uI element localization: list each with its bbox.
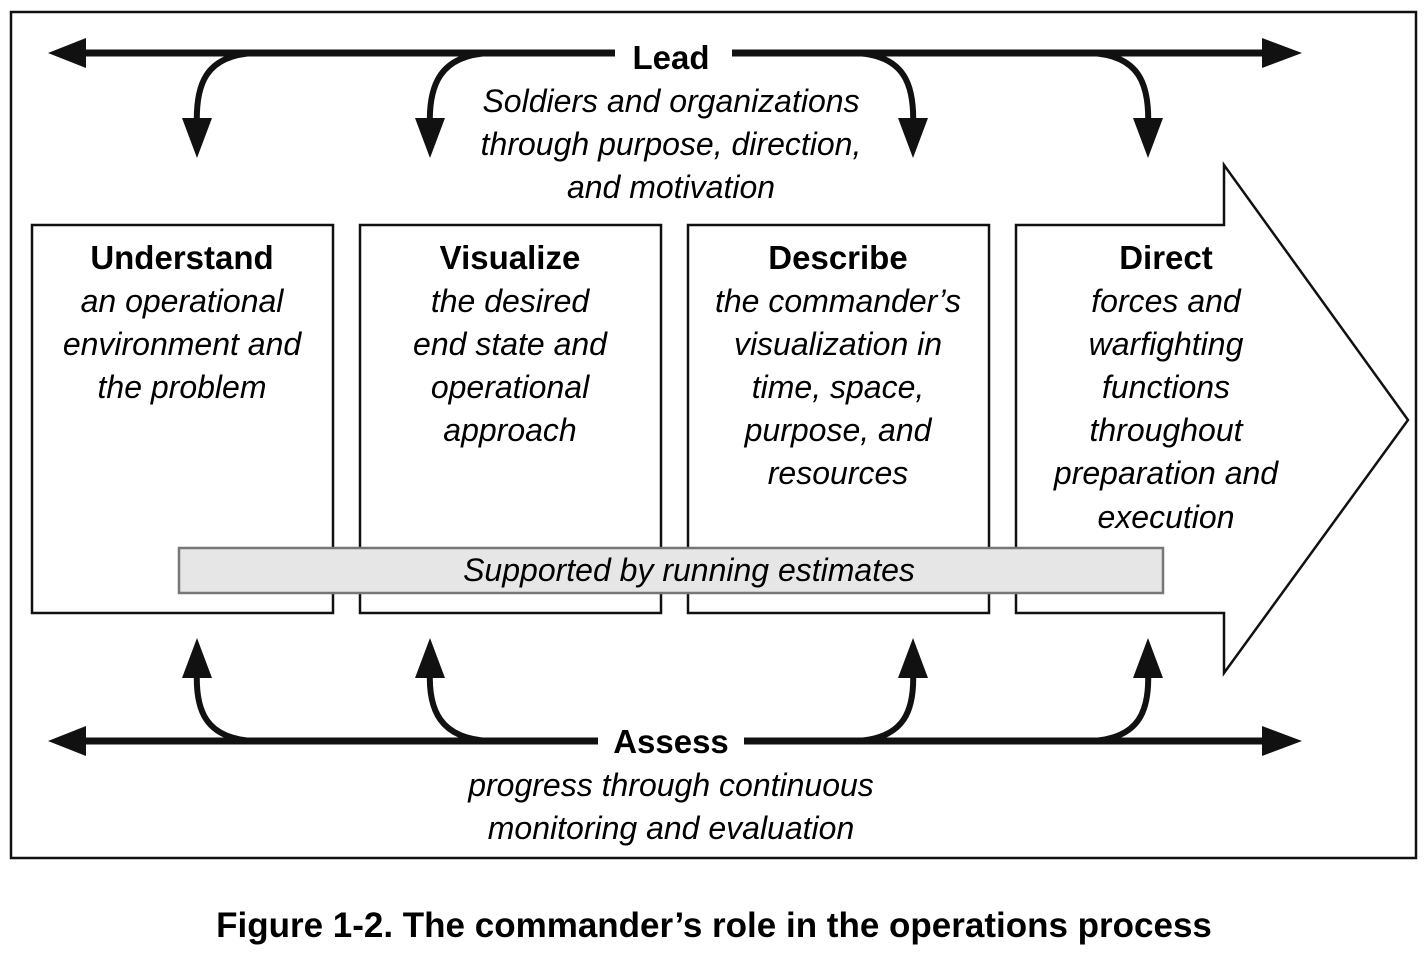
direct-title: Direct: [1119, 239, 1213, 276]
visualize-line-3: operational: [431, 369, 590, 405]
describe-line-2: visualization in: [734, 326, 942, 362]
lead-line-3: and motivation: [567, 169, 775, 205]
lead-label: Lead: [632, 39, 709, 76]
assess-branch-arrowheads: [182, 638, 1163, 678]
direct-line-2: warfighting: [1089, 326, 1244, 362]
direct-line-5: preparation and: [1053, 455, 1279, 491]
direct-arrow-box: [1014, 161, 1410, 677]
visualize-line-4: approach: [443, 412, 576, 448]
assess-label: Assess: [613, 723, 729, 760]
running-estimates-label: Supported by running estimates: [463, 552, 915, 588]
lead-branch-arrows: [193, 50, 1152, 129]
understand-line-3: the problem: [98, 369, 267, 405]
describe-title: Describe: [768, 239, 907, 276]
describe-line-1: the commander’s: [715, 283, 961, 319]
understand-line-1: an operational: [81, 283, 285, 319]
lead-line-1: Soldiers and organizations: [482, 83, 859, 119]
describe-line-5: resources: [768, 455, 909, 491]
direct-line-4: throughout: [1089, 412, 1243, 448]
describe-line-4: purpose, and: [744, 412, 933, 448]
describe-line-3: time, space,: [752, 369, 925, 405]
understand-title: Understand: [90, 239, 273, 276]
understand-line-2: environment and: [63, 326, 303, 362]
assess-arrow: [48, 726, 1302, 756]
lead-arrow: [48, 38, 1302, 68]
lead-line-2: through purpose, direction,: [481, 126, 862, 162]
direct-line-6: execution: [1098, 499, 1235, 535]
direct-line-1: forces and: [1091, 283, 1242, 319]
operations-process-diagram: Lead Soldiers and organizations through …: [9, 10, 1418, 860]
assess-line-2: monitoring and evaluation: [488, 810, 854, 846]
outer-frame: [9, 10, 1418, 860]
figure-caption: Figure 1-2. The commander’s role in the …: [216, 906, 1212, 945]
visualize-line-2: end state and: [413, 326, 608, 362]
visualize-line-1: the desired: [431, 283, 591, 319]
running-estimates-bar: [177, 546, 1165, 595]
visualize-title: Visualize: [440, 239, 581, 276]
assess-branch-arrows: [193, 669, 1152, 744]
assess-line-1: progress through continuous: [467, 767, 874, 803]
lead-branch-arrowheads: [182, 118, 1163, 158]
direct-line-3: functions: [1102, 369, 1230, 405]
